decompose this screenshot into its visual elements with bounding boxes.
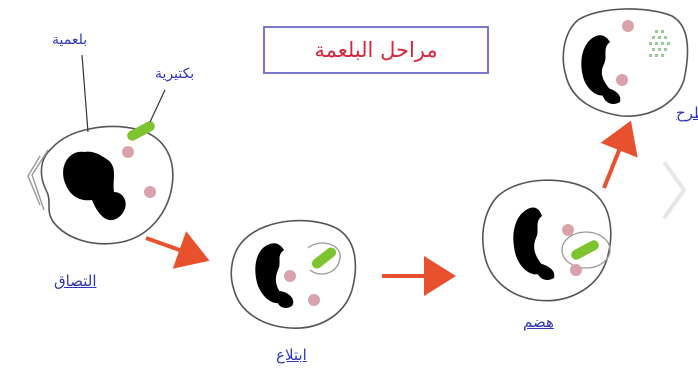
title-box: مراحل البلعمة [263, 26, 489, 74]
bacterium-label: بكتيرية [155, 66, 194, 82]
granule [284, 270, 296, 282]
diagram-title: مراحل البلعمة [314, 38, 437, 62]
stage-label-digestion: هضم [523, 313, 554, 331]
bacterium-pointer [150, 90, 165, 122]
digestion-cell [483, 180, 611, 301]
adhesion-cell [28, 55, 173, 244]
granule [122, 146, 134, 158]
cell-membrane [483, 180, 611, 301]
stage-label-excretion: طرح [676, 104, 698, 122]
arrow-adhesion-to-ingestion [146, 238, 202, 258]
arrow-digestion-to-excretion [604, 128, 628, 188]
ingestion-cell [231, 221, 355, 329]
stage-label-ingestion: ابتلاع [276, 346, 307, 364]
granule [562, 224, 574, 236]
chevron-right-icon [664, 162, 684, 218]
phagocyte-pointer [82, 55, 88, 132]
excretion-cell [563, 9, 687, 116]
granule [616, 74, 628, 86]
stage-label-adhesion: التصاق [54, 272, 96, 290]
granule [144, 186, 156, 198]
granule [570, 264, 582, 276]
granule [622, 20, 634, 32]
granule [308, 294, 320, 306]
phagocyte-label: بلعمية [52, 32, 87, 48]
